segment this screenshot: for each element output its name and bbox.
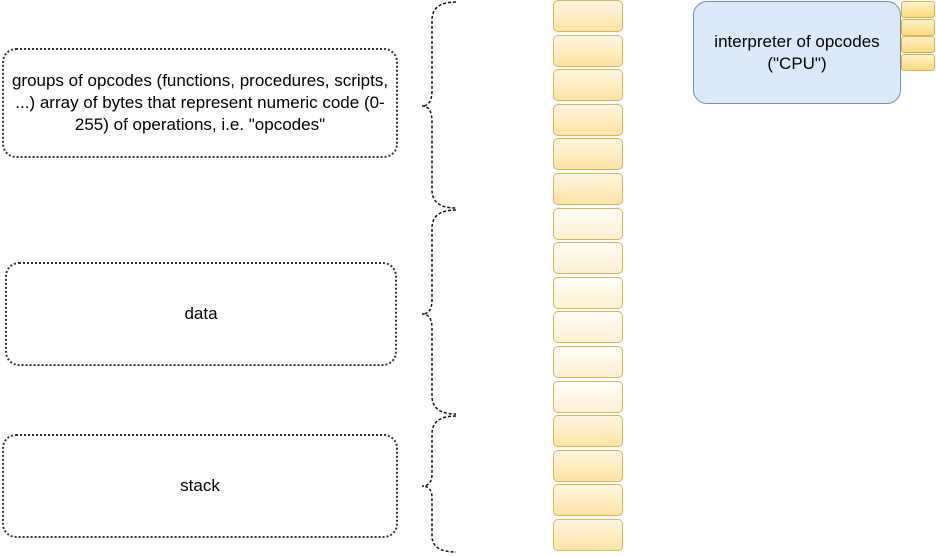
data-region-label: data (184, 304, 218, 323)
data-region: data (5, 262, 397, 366)
memory-cell-code (553, 69, 623, 102)
memory-cell-data (553, 345, 623, 378)
code-region: groups of opcodes (functions, procedures… (2, 48, 398, 158)
memory-cell-code (553, 0, 623, 32)
memory-cell-stack (553, 415, 623, 448)
memory-cell-data (553, 380, 623, 413)
memory-cell-code (553, 34, 623, 67)
memory-cell-stack (553, 518, 623, 551)
memory-cell-data (553, 207, 623, 240)
code-region-label: groups of opcodes (functions, procedures… (11, 71, 389, 134)
memory-cell-stack (553, 484, 623, 517)
cpu-label-line1: interpreter of opcodes (714, 31, 880, 51)
memory-cell-code (553, 172, 623, 205)
data-brace (421, 209, 457, 415)
memory-cell-data (553, 242, 623, 275)
stack-region-label: stack (180, 476, 220, 495)
memory-byte-array (553, 0, 623, 554)
cpu-registers (901, 1, 935, 71)
memory-cell-code (553, 138, 623, 171)
cpu-label-line2: ("CPU") (767, 53, 827, 73)
memory-cell-code (553, 103, 623, 136)
curly-braces (421, 1, 457, 553)
memory-cell-stack (553, 449, 623, 482)
cpu-register-cell (901, 1, 935, 18)
cpu-register-cell (901, 18, 935, 36)
stack-brace (421, 415, 457, 553)
memory-cell-data (553, 311, 623, 344)
cpu-register-cell (901, 53, 935, 71)
stack-region: stack (2, 434, 398, 538)
cpu-box: interpreter of opcodes ("CPU") (693, 1, 901, 104)
code-brace (421, 1, 457, 209)
cpu-register-cell (901, 36, 935, 53)
memory-cell-data (553, 276, 623, 309)
